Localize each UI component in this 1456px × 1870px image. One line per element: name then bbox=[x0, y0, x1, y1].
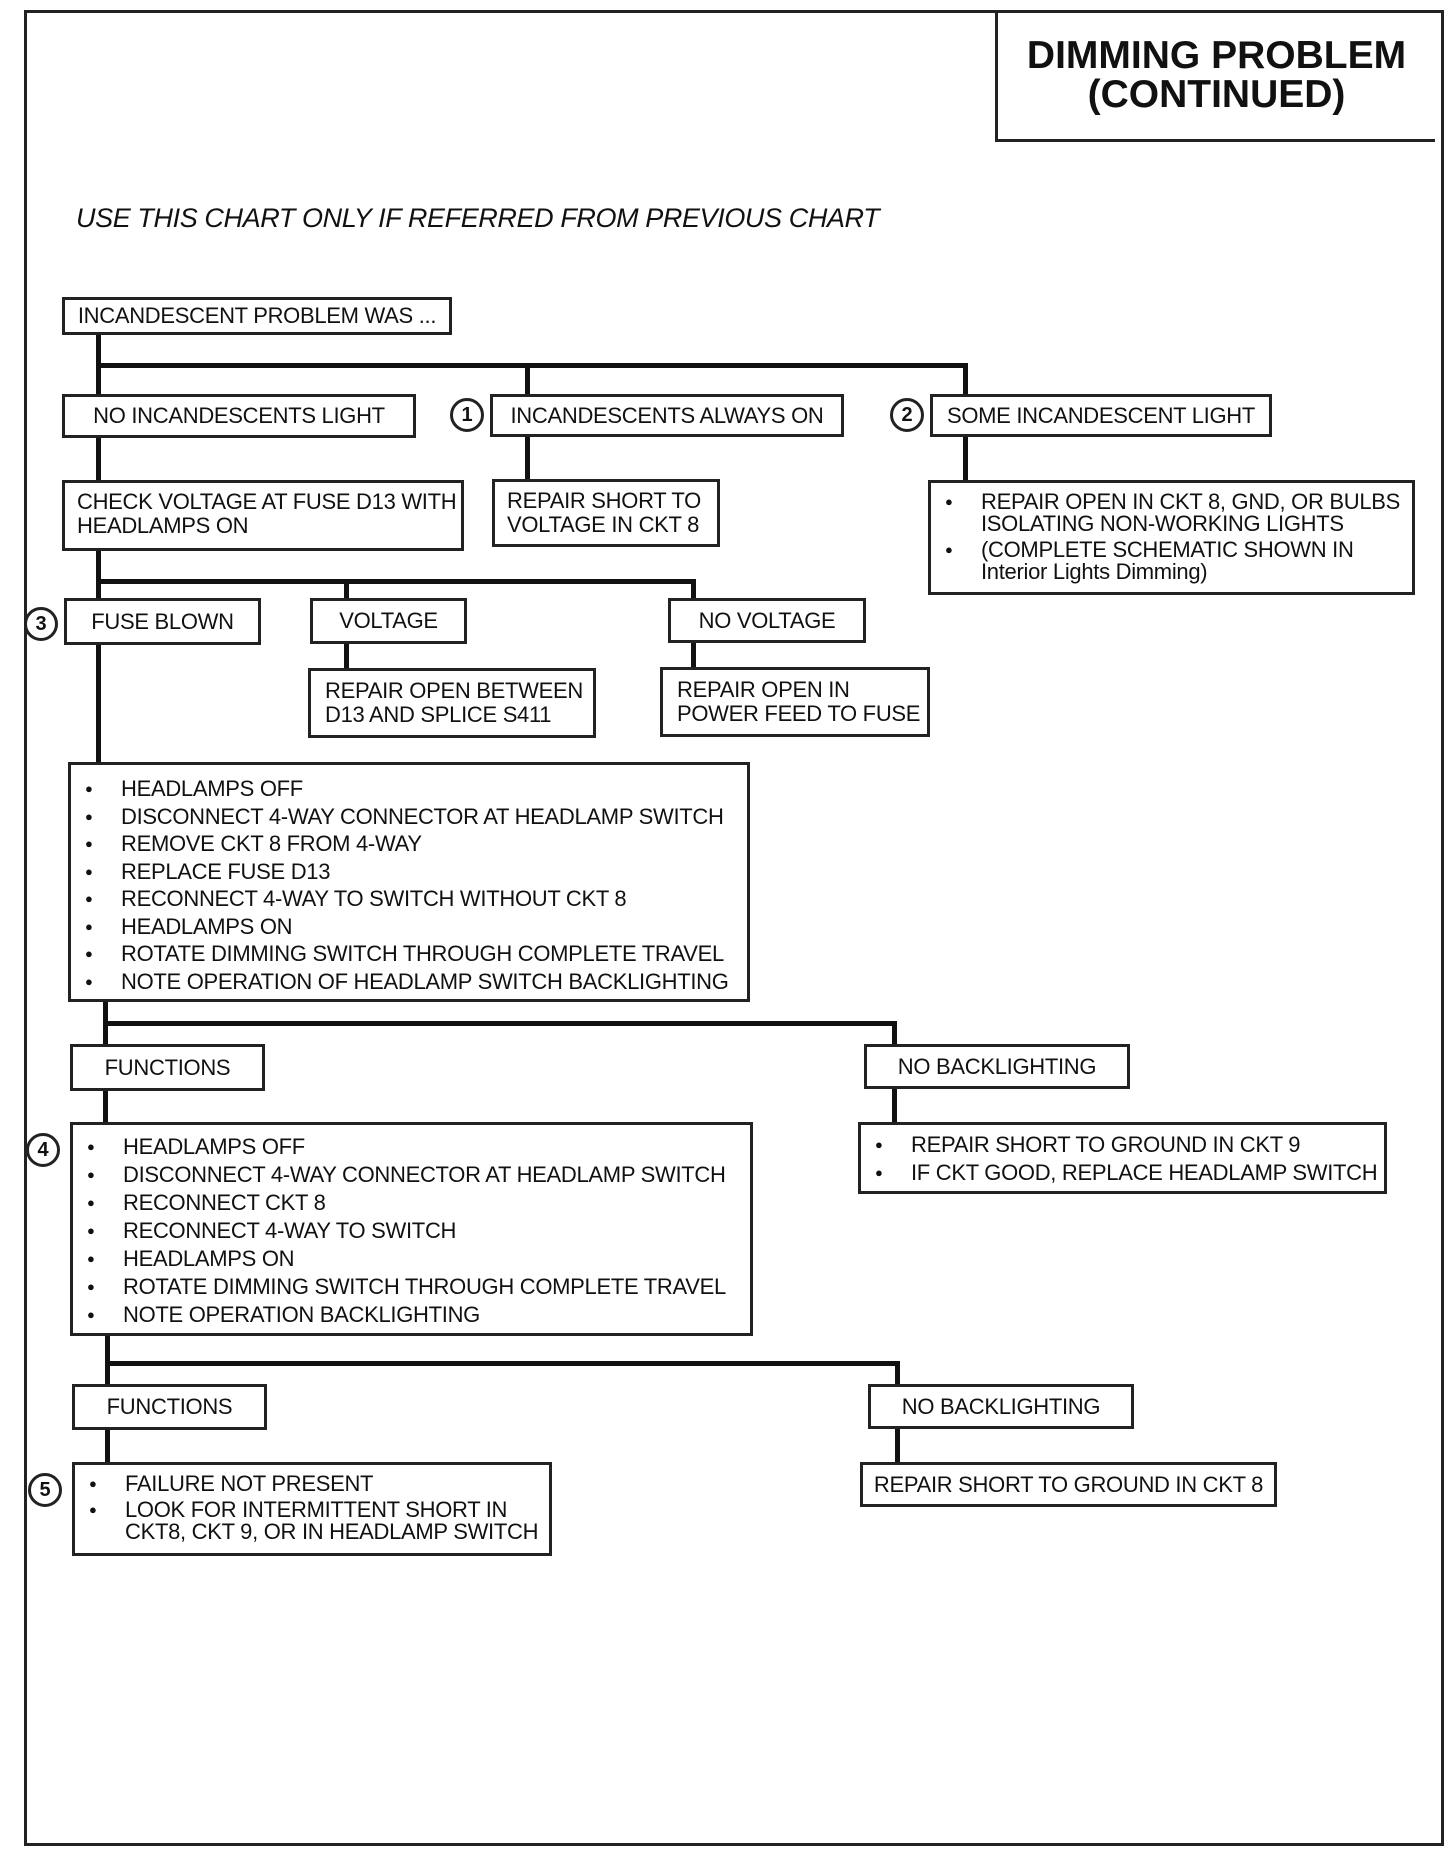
list-item: NOTE OPERATION OF HEADLAMP SWITCH BACKLI… bbox=[79, 968, 739, 996]
title-line-1: DIMMING PROBLEM bbox=[1026, 33, 1407, 77]
node-label: FUSE BLOWN bbox=[91, 608, 234, 634]
node-functions-2: FUNCTIONS bbox=[72, 1384, 267, 1430]
list-item: FAILURE NOT PRESENT bbox=[83, 1471, 541, 1497]
node-label: REPAIR SHORT TO GROUND IN CKT 8 bbox=[873, 1471, 1264, 1497]
node-line: D13 AND SPLICE S411 bbox=[325, 702, 552, 727]
node-no-voltage: NO VOLTAGE bbox=[668, 598, 866, 643]
list-item: RECONNECT CKT 8 bbox=[81, 1189, 742, 1217]
node-steps-reconnect-ckt8: HEADLAMPS OFF DISCONNECT 4-WAY CONNECTOR… bbox=[70, 1122, 753, 1336]
node-label: NO INCANDESCENTS LIGHT bbox=[93, 403, 385, 428]
node-label: NO BACKLIGHTING bbox=[901, 1393, 1101, 1419]
node-check-voltage: CHECK VOLTAGE AT FUSE D13 WITH HEADLAMPS… bbox=[62, 480, 464, 551]
list-item: RECONNECT 4-WAY TO SWITCH WITHOUT CKT 8 bbox=[79, 885, 739, 913]
node-line: VOLTAGE IN CKT 8 bbox=[507, 512, 700, 537]
list-item: DISCONNECT 4-WAY CONNECTOR AT HEADLAMP S… bbox=[81, 1161, 742, 1189]
list-item: HEADLAMPS ON bbox=[81, 1245, 742, 1273]
step-marker-1: 1 bbox=[450, 398, 484, 432]
node-repair-short-ckt9: REPAIR SHORT TO GROUND IN CKT 9 IF CKT G… bbox=[858, 1122, 1387, 1194]
node-repair-open-d13: REPAIR OPEN BETWEEN D13 AND SPLICE S411 bbox=[308, 668, 596, 738]
node-label: FUNCTIONS bbox=[104, 1054, 231, 1080]
node-voltage: VOLTAGE bbox=[310, 598, 467, 644]
node-label: VOLTAGE bbox=[339, 608, 438, 633]
node-line: REPAIR OPEN BETWEEN bbox=[325, 678, 583, 703]
node-label: NO VOLTAGE bbox=[698, 607, 836, 633]
list-item: HEADLAMPS ON bbox=[79, 913, 739, 941]
list-item: RECONNECT 4-WAY TO SWITCH bbox=[81, 1217, 742, 1245]
node-no-incandescents-light: NO INCANDESCENTS LIGHT bbox=[62, 394, 416, 438]
node-some-incandescent-light: SOME INCANDESCENT LIGHT bbox=[930, 394, 1272, 437]
list-item: LOOK FOR INTERMITTENT SHORT IN CKT8, CKT… bbox=[83, 1499, 541, 1543]
node-repair-short-voltage-ckt8: REPAIR SHORT TO VOLTAGE IN CKT 8 bbox=[492, 479, 720, 547]
title-box: DIMMING PROBLEM (CONTINUED) bbox=[995, 10, 1435, 142]
node-line: CHECK VOLTAGE AT FUSE D13 WITH bbox=[77, 489, 457, 514]
node-label: SOME INCANDESCENT LIGHT bbox=[946, 402, 1256, 428]
node-label: FUNCTIONS bbox=[106, 1394, 233, 1419]
step-marker-5: 5 bbox=[28, 1473, 62, 1507]
node-incandescent-problem: INCANDESCENT PROBLEM WAS ... bbox=[62, 297, 452, 335]
node-line: REPAIR SHORT TO bbox=[507, 488, 701, 513]
node-no-backlighting-2: NO BACKLIGHTING bbox=[868, 1384, 1134, 1429]
instruction-text: USE THIS CHART ONLY IF REFERRED FROM PRE… bbox=[76, 203, 880, 233]
node-line: REPAIR OPEN IN bbox=[677, 677, 850, 702]
title-line-2: (CONTINUED) bbox=[1087, 72, 1346, 116]
node-line: POWER FEED TO FUSE bbox=[677, 701, 921, 726]
node-label: NO BACKLIGHTING bbox=[897, 1053, 1097, 1079]
node-no-backlighting-1: NO BACKLIGHTING bbox=[864, 1044, 1130, 1089]
list-item: HEADLAMPS OFF bbox=[81, 1133, 742, 1161]
node-repair-open-ckt8: REPAIR OPEN IN CKT 8, GND, OR BULBS ISOL… bbox=[928, 480, 1415, 595]
list-item: REPAIR SHORT TO GROUND IN CKT 9 bbox=[869, 1131, 1376, 1159]
node-label: INCANDESCENT PROBLEM WAS ... bbox=[77, 303, 437, 328]
node-functions-1: FUNCTIONS bbox=[70, 1044, 265, 1091]
list-item: REMOVE CKT 8 FROM 4-WAY bbox=[79, 830, 739, 858]
step-marker-3: 3 bbox=[24, 607, 58, 641]
list-item: DISCONNECT 4-WAY CONNECTOR AT HEADLAMP S… bbox=[79, 803, 739, 831]
list-item: ROTATE DIMMING SWITCH THROUGH COMPLETE T… bbox=[79, 940, 739, 968]
list-item: (COMPLETE SCHEMATIC SHOWN IN Interior Li… bbox=[939, 539, 1404, 583]
node-failure-not-present: FAILURE NOT PRESENT LOOK FOR INTERMITTEN… bbox=[72, 1462, 552, 1556]
list-item: REPAIR OPEN IN CKT 8, GND, OR BULBS ISOL… bbox=[939, 491, 1404, 535]
node-steps-remove-ckt8: HEADLAMPS OFF DISCONNECT 4-WAY CONNECTOR… bbox=[68, 762, 750, 1002]
node-incandescents-always-on: INCANDESCENTS ALWAYS ON bbox=[490, 394, 844, 437]
list-item: IF CKT GOOD, REPLACE HEADLAMP SWITCH bbox=[869, 1159, 1378, 1187]
node-line: HEADLAMPS ON bbox=[77, 513, 249, 538]
step-marker-4: 4 bbox=[26, 1133, 60, 1167]
node-repair-short-ground-ckt8: REPAIR SHORT TO GROUND IN CKT 8 bbox=[860, 1462, 1277, 1507]
node-fuse-blown: FUSE BLOWN bbox=[64, 598, 261, 645]
page-frame bbox=[24, 10, 1444, 1846]
node-repair-open-power-feed: REPAIR OPEN IN POWER FEED TO FUSE bbox=[660, 667, 930, 737]
list-item: ROTATE DIMMING SWITCH THROUGH COMPLETE T… bbox=[81, 1273, 742, 1301]
list-item: NOTE OPERATION BACKLIGHTING bbox=[81, 1301, 742, 1329]
step-marker-2: 2 bbox=[890, 398, 924, 432]
list-item: HEADLAMPS OFF bbox=[79, 775, 739, 803]
list-item: REPLACE FUSE D13 bbox=[79, 858, 739, 886]
node-label: INCANDESCENTS ALWAYS ON bbox=[510, 402, 824, 428]
